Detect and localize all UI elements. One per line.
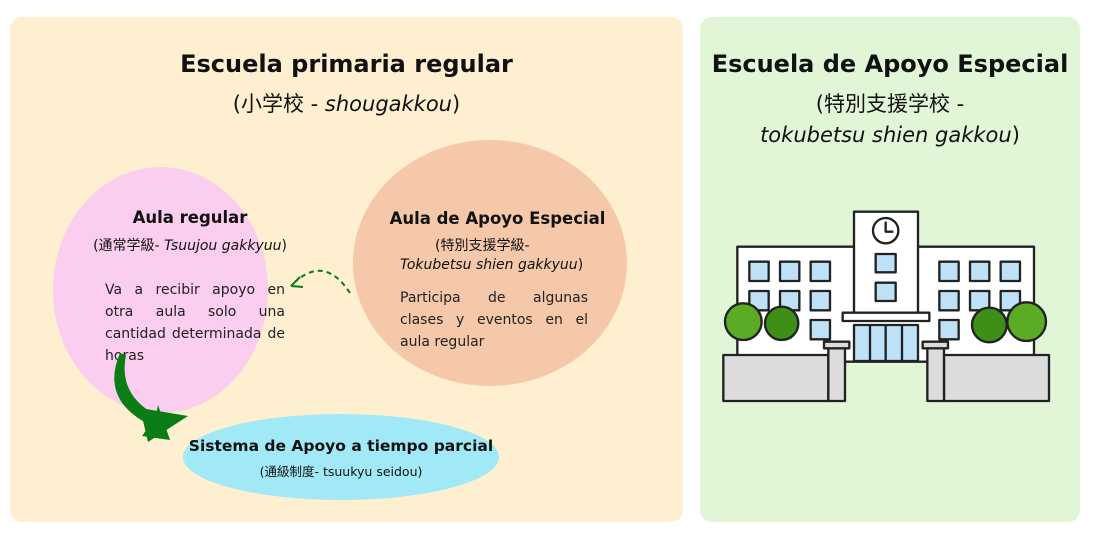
- subtitle-romaji: tokubetsu shien gakkou: [760, 123, 1012, 147]
- school-building-icon: [722, 210, 1051, 403]
- subtitle-romaji: shougakkou: [324, 92, 452, 116]
- end: ): [281, 238, 287, 254]
- end: ): [577, 257, 584, 273]
- subtitle-end: ): [1011, 123, 1020, 147]
- subtitle-end: ): [452, 92, 461, 116]
- dashed-arrow-icon: [290, 269, 351, 294]
- special-class-jp: (特別支援学級-: [435, 238, 530, 254]
- special-class-description: Participa de algunas clases y eventos en…: [400, 290, 588, 350]
- part-time-subtitle: (通級制度- tsuukyu seidou): [259, 464, 423, 479]
- regular-school-title: Escuela primaria regular: [180, 50, 513, 78]
- special-school-subtitle-line1: (特別支援学校 -: [815, 92, 965, 116]
- regular-class-title: Aula regular: [132, 208, 248, 227]
- part-time-title: Sistema de Apoyo a tiempo parcial: [188, 437, 494, 455]
- curved-arrow-head-icon: [140, 408, 188, 442]
- part-time-ellipse: [183, 414, 499, 500]
- special-school-title: Escuela de Apoyo Especial: [711, 50, 1069, 78]
- romaji: Tokubetsu shien gakkyuu: [400, 257, 578, 273]
- special-class-romaji: Tokubetsu shien gakkyuu): [360, 257, 635, 273]
- regular-school-subtitle: (小学校 - shougakkou): [10, 88, 683, 118]
- regular-class-circle: [53, 167, 268, 413]
- special-class-title: Aula de Apoyo Especial: [389, 209, 606, 228]
- special-school-subtitle-line2: tokubetsu shien gakkou): [700, 123, 1080, 147]
- jp: (通常学級-: [93, 238, 165, 254]
- subtitle-jp: (小学校 -: [232, 92, 325, 116]
- regular-class-subtitle: (通常学級- Tsuujou gakkyuu): [60, 235, 320, 255]
- romaji: Tsuujou gakkyuu: [164, 238, 282, 254]
- regular-class-description: Va a recibir apoyo en otra aula solo una…: [105, 282, 285, 364]
- special-class-circle: [353, 140, 627, 386]
